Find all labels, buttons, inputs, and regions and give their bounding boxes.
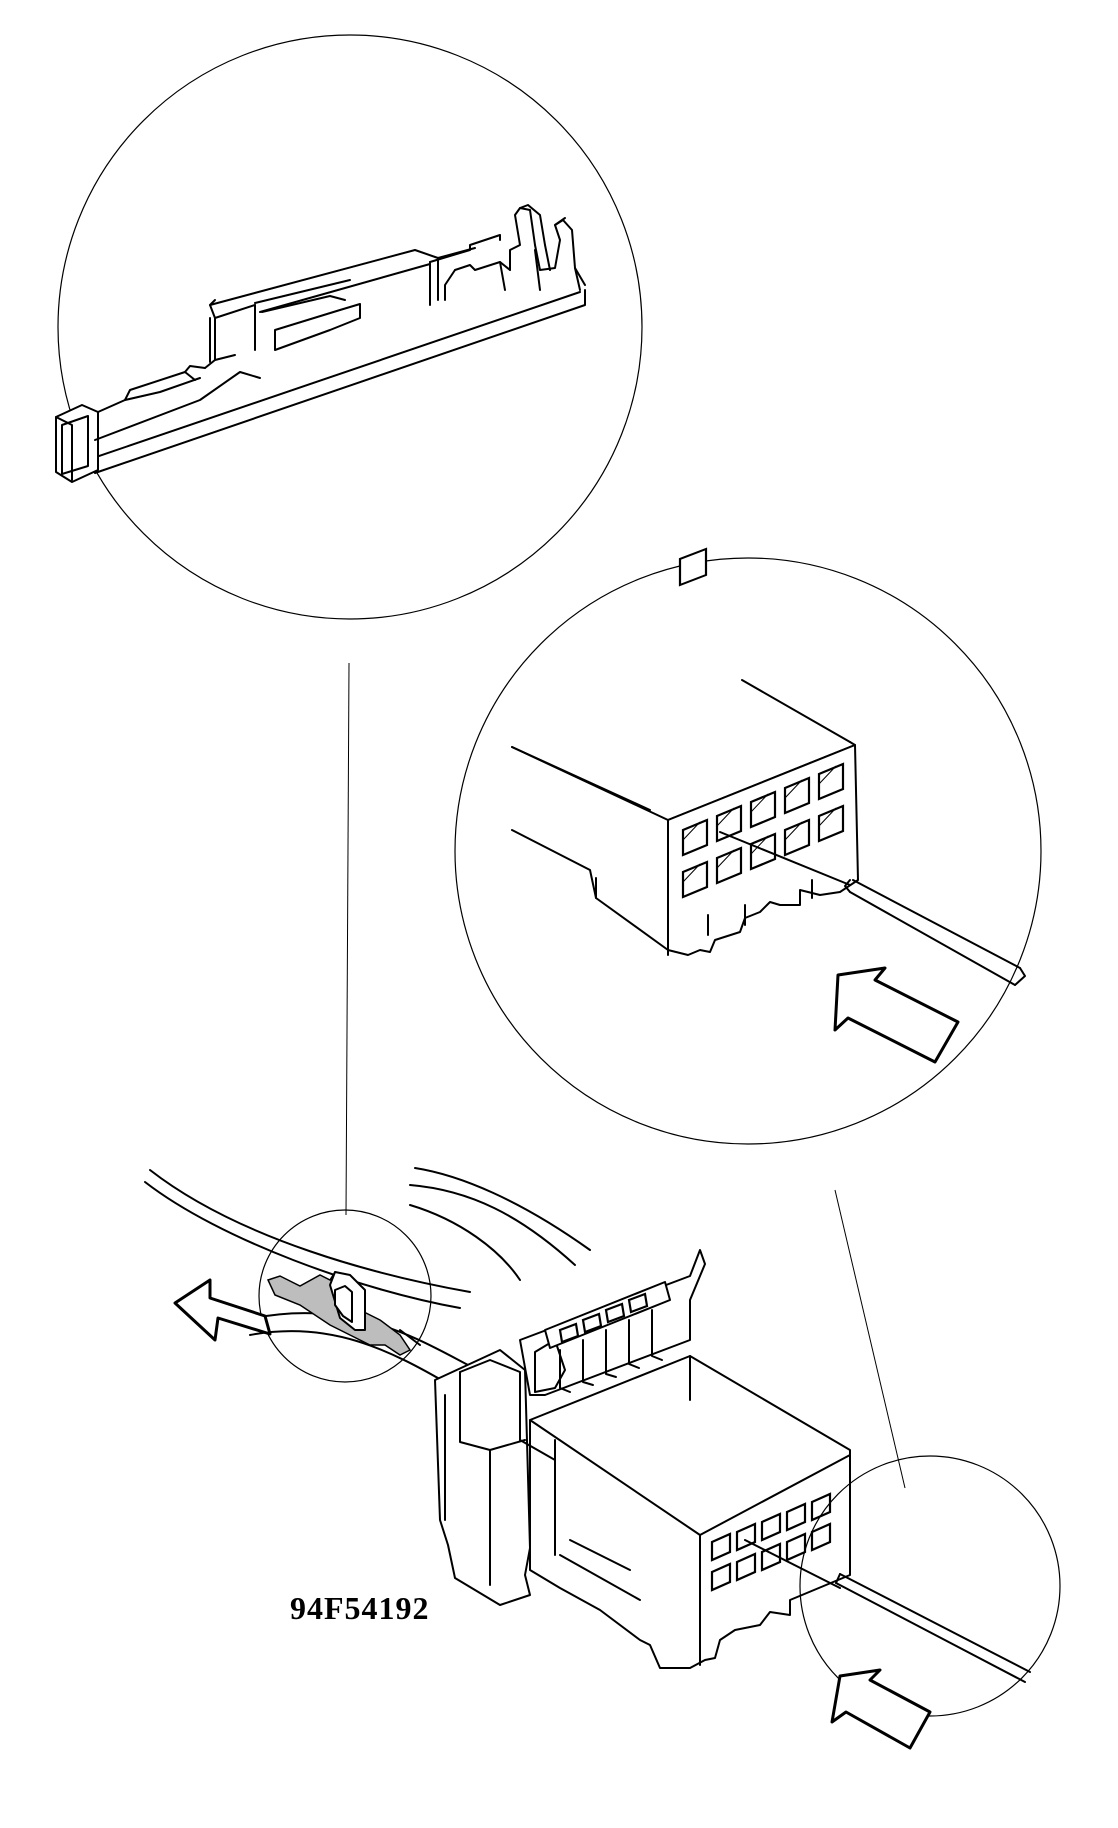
housing-detail-view [454, 547, 1042, 1489]
connector-assembly [144, 1167, 1061, 1750]
housing-locator-circle [799, 1455, 1061, 1717]
figure-id-label: 94F54192 [290, 1590, 430, 1626]
insert-arrow-left [173, 1278, 272, 1342]
insert-arrow-upper [833, 966, 960, 1064]
housing-detail-circle [454, 557, 1042, 1145]
connector-housing [434, 1249, 851, 1669]
housing-leader-line [834, 1189, 906, 1489]
terminal-detail-circle [57, 34, 643, 620]
terminal-drawing [55, 204, 586, 483]
housing-drawing [511, 547, 1026, 1064]
terminal-detail-view [55, 34, 643, 1216]
insert-arrow-lower [830, 1668, 932, 1750]
terminal-leader-line [345, 662, 350, 1216]
terminal-locator-circle [258, 1209, 432, 1383]
